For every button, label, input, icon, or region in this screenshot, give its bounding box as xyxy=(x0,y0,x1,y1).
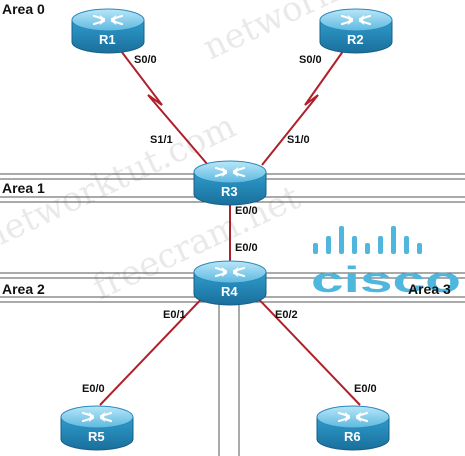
router-r2[interactable]: R2 xyxy=(318,7,394,55)
r3-s1-1-label: S1/1 xyxy=(150,134,173,146)
r6-e0-0-label: E0/0 xyxy=(354,383,377,395)
serial-link-r1-r3 xyxy=(117,46,209,166)
links xyxy=(99,46,361,406)
area-1-label: Area 1 xyxy=(2,180,45,196)
serial-link-r2-r3 xyxy=(261,46,347,166)
router-r3[interactable]: R3 xyxy=(192,159,268,207)
router-r5[interactable]: R5 xyxy=(59,404,135,452)
area-0-label: Area 0 xyxy=(2,1,45,17)
router-r4-label: R4 xyxy=(221,284,238,299)
cisco-logo-text: cisco xyxy=(311,259,461,300)
cisco-logo: cisco xyxy=(311,226,461,300)
router-r6[interactable]: R6 xyxy=(315,404,391,452)
router-r1-label: R1 xyxy=(99,32,116,47)
router-r3-label: R3 xyxy=(221,184,238,199)
r3-s1-0-label: S1/0 xyxy=(287,134,310,146)
r2-s0-0-label: S0/0 xyxy=(299,54,322,66)
router-r5-label: R5 xyxy=(88,429,105,444)
r4-e0-0-label: E0/0 xyxy=(235,242,258,254)
r4-e0-2-label: E0/2 xyxy=(275,309,298,321)
r5-e0-0-label: E0/0 xyxy=(82,383,105,395)
area-3-label: Area 3 xyxy=(408,281,451,297)
router-r1[interactable]: R1 xyxy=(70,7,146,55)
router-r4[interactable]: R4 xyxy=(192,259,268,307)
router-r6-label: R6 xyxy=(344,429,361,444)
r1-s0-0-label: S0/0 xyxy=(134,54,157,66)
r4-e0-1-label: E0/1 xyxy=(163,309,186,321)
ethernet-link-r4-r5 xyxy=(99,289,211,406)
area-2-label: Area 2 xyxy=(2,281,45,297)
ethernet-link-r4-r6 xyxy=(249,289,361,406)
r3-e0-0-label: E0/0 xyxy=(235,205,258,217)
router-r2-label: R2 xyxy=(347,32,364,47)
